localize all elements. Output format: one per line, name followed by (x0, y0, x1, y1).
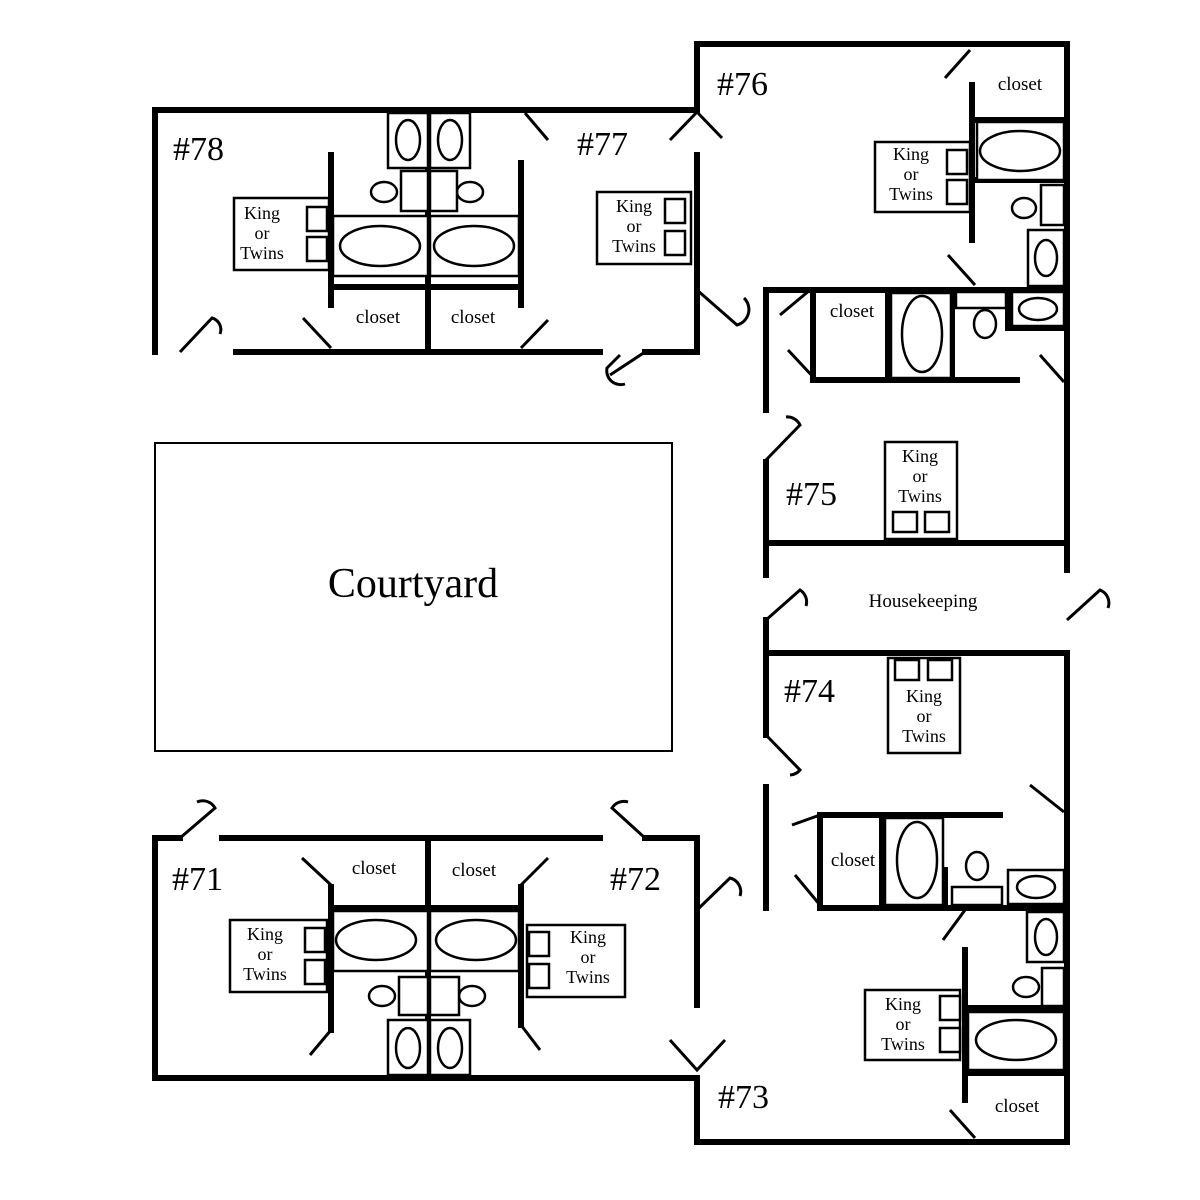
courtyard-label: Courtyard (328, 561, 498, 607)
svg-text:King: King (247, 924, 283, 944)
svg-text:or: or (904, 164, 919, 184)
svg-text:or: or (896, 1014, 911, 1034)
svg-text:or: or (581, 947, 596, 967)
closet-label-71: closet (352, 858, 397, 879)
block-71-72 (152, 799, 743, 1081)
closet-label-73: closet (995, 1096, 1040, 1117)
svg-text:or: or (258, 944, 273, 964)
housekeeping-door-right (1065, 588, 1111, 622)
svg-text:King: King (893, 144, 929, 164)
bed-71: King or Twins (228, 918, 329, 994)
bed-77: King or Twins (595, 190, 693, 266)
closet-label-77: closet (451, 307, 496, 328)
block-78-77: closet closet (152, 107, 724, 387)
svg-text:or: or (627, 216, 642, 236)
svg-text:or: or (255, 223, 270, 243)
closet-label-76-top: closet (998, 74, 1043, 95)
closet-label-72: closet (452, 860, 497, 881)
svg-text:Twins: Twins (566, 967, 610, 987)
bed-73: King or Twins (863, 988, 962, 1062)
svg-text:King: King (570, 927, 606, 947)
block-74-73 (694, 617, 1070, 1145)
svg-text:King: King (906, 686, 942, 706)
svg-text:Twins: Twins (902, 726, 946, 746)
bed-75: King or Twins (883, 440, 959, 541)
svg-text:Twins: Twins (898, 486, 942, 506)
svg-text:Twins: Twins (881, 1034, 925, 1054)
bed-76: King or Twins (873, 140, 972, 214)
room-number-73: #73 (718, 1079, 769, 1116)
block-76-75 (694, 41, 1070, 578)
svg-text:King: King (885, 994, 921, 1014)
room-number-74: #74 (784, 673, 835, 710)
bed-78: King or Twins (232, 196, 331, 272)
room-number-75: #75 (786, 476, 837, 513)
svg-text:Twins: Twins (240, 243, 284, 263)
svg-text:King: King (616, 196, 652, 216)
courtyard-area (154, 442, 673, 752)
room-number-72: #72 (610, 861, 661, 898)
room-number-71: #71 (172, 861, 223, 898)
room-number-76: #76 (717, 66, 768, 103)
svg-text:King: King (244, 203, 280, 223)
svg-text:Twins: Twins (612, 236, 656, 256)
svg-text:or: or (913, 466, 928, 486)
room-number-78: #78 (173, 131, 224, 168)
svg-text:King: King (902, 446, 938, 466)
closet-label-74: closet (831, 850, 876, 871)
closet-label-76-bottom: closet (830, 301, 875, 322)
bed-72: King or Twins (525, 923, 627, 999)
room-number-77: #77 (577, 126, 628, 163)
svg-text:or: or (917, 706, 932, 726)
closet-label-78: closet (356, 307, 401, 328)
housekeeping-door-left (765, 588, 809, 622)
bed-74: King or Twins (886, 656, 962, 755)
svg-text:Twins: Twins (243, 964, 287, 984)
svg-text:Twins: Twins (889, 184, 933, 204)
housekeeping-label: Housekeeping (869, 591, 978, 612)
